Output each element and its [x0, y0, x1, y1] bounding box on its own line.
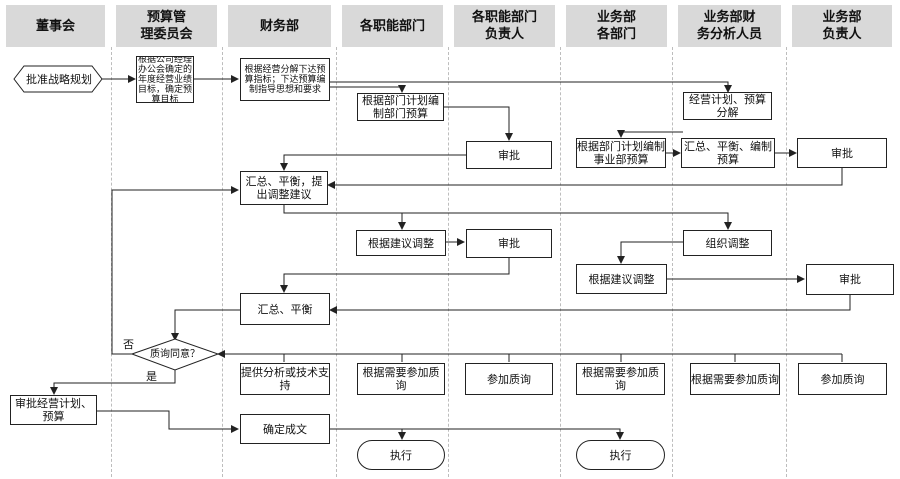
start-hexagon — [13, 65, 103, 93]
organize-adjust-node: 组织调整 — [683, 230, 772, 256]
lane-header-functional-depts: 各职能部门 — [342, 5, 443, 47]
business-analyst-inquiry-node: 根据需要参加质询 — [690, 363, 780, 395]
lane-header-budget-committee: 预算管 理委员会 — [116, 5, 217, 47]
lane-header-business-head: 业务部 负责人 — [792, 5, 892, 47]
execute-node-2: 执行 — [576, 440, 665, 470]
lane-divider — [222, 47, 223, 477]
business-approve-node: 审批 — [797, 138, 887, 168]
finance-summarize-2-node: 汇总、平衡 — [240, 293, 330, 325]
lane-header-business-depts: 业务部 各部门 — [566, 5, 667, 47]
business-dept-inquiry-node: 根据需要参加质询 — [576, 363, 665, 395]
budget-goal-node: 根据公司经理办公会确定的年度经营业绩目标，确定预算目标 — [136, 56, 194, 103]
business-dept-plan-node: 根据部门计划编制事业部预算 — [576, 138, 666, 168]
business-summarize-node: 汇总、平衡、编制预算 — [681, 138, 775, 168]
business-head-inquiry-node: 参加质询 — [798, 363, 887, 395]
lane-header-finance: 财务部 — [228, 5, 331, 47]
finance-summarize-node: 汇总、平衡，提出调整建议 — [240, 171, 328, 205]
decompose-goal-node: 根据经营分解下达预算指标；下达预算编制指导思想和要求 — [240, 58, 330, 101]
lane-divider — [336, 47, 337, 477]
approve-budget-node: 审批经营计划、预算 — [10, 395, 97, 425]
lane-divider — [672, 47, 673, 477]
functional-plan-node: 根据部门计划编制部门预算 — [357, 93, 444, 121]
business-adjust-node: 根据建议调整 — [576, 264, 667, 294]
lane-header-functional-heads: 各职能部门 负责人 — [454, 5, 555, 47]
functional-adjust-node: 根据建议调整 — [356, 230, 446, 256]
decision-diamond — [130, 338, 220, 371]
lane-divider — [448, 47, 449, 477]
approve-strategy-node: 批准战略规划 — [26, 72, 92, 86]
edge-label-no: 否 — [123, 338, 134, 351]
functional-inquiry-node: 根据需要参加质询 — [357, 363, 445, 395]
functional-approve-2-node: 审批 — [466, 229, 552, 258]
finalize-node: 确定成文 — [240, 414, 330, 444]
finance-support-node: 提供分析或技术支持 — [240, 363, 330, 395]
lane-header-business-analysts: 业务部财 务分析人员 — [678, 5, 781, 47]
lane-divider — [786, 47, 787, 477]
business-approve-2-node: 审批 — [806, 264, 894, 295]
functional-head-inquiry-node: 参加质询 — [465, 363, 553, 395]
lane-divider — [560, 47, 561, 477]
edge-label-yes: 是 — [146, 370, 157, 383]
business-plan-decompose-node: 经营计划、预算分解 — [683, 92, 772, 120]
execute-node-1: 执行 — [357, 440, 445, 470]
lane-header-board: 董事会 — [6, 5, 105, 47]
functional-approve-node: 审批 — [466, 141, 552, 169]
decision-node-label: 质询同意？ — [150, 348, 200, 360]
